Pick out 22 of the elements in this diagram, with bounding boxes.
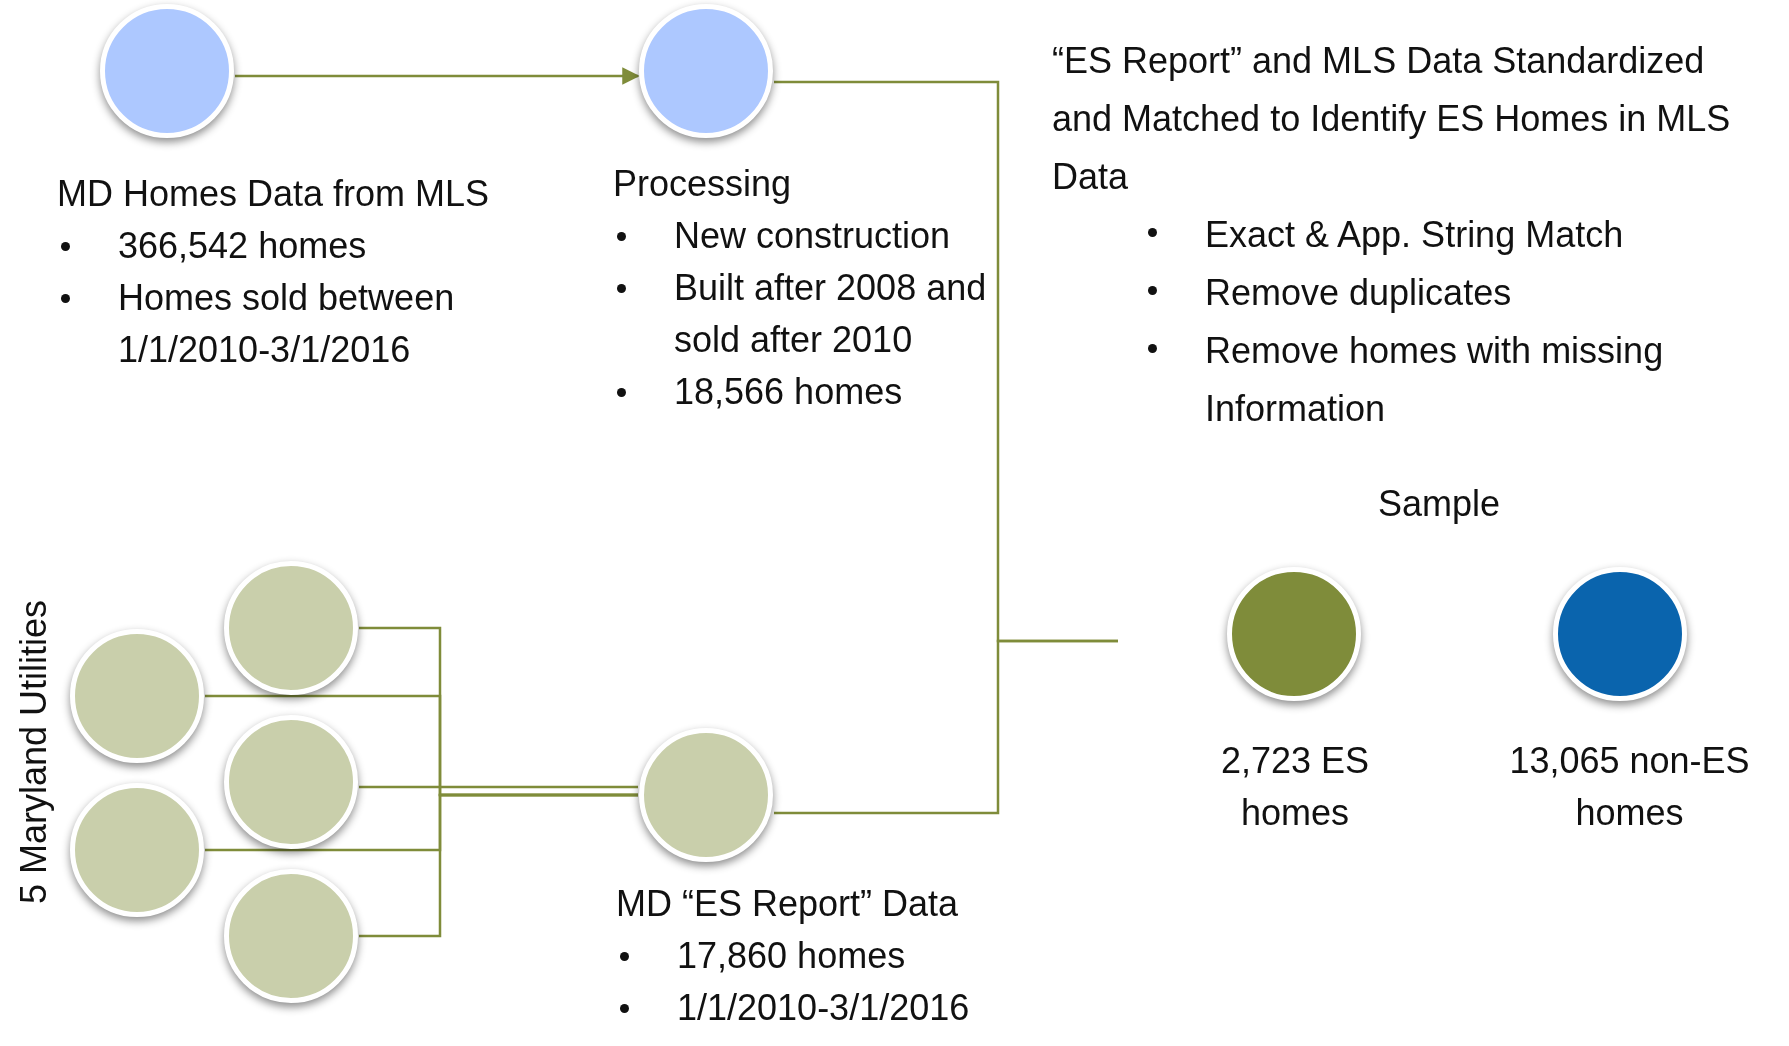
- text-label: 2,723 ES homes: [1219, 739, 1371, 835]
- vertical-label: 5 Maryland Utilities: [12, 599, 55, 905]
- text-label: Processing: [613, 162, 793, 206]
- arrow: [235, 67, 640, 85]
- bullet-text: Remove duplicates: [1205, 271, 1513, 315]
- section-title: Sample: [1378, 482, 1501, 526]
- bullet-text: Exact & App. String Match: [1205, 213, 1625, 257]
- bullet-text: 1/1/2010-3/1/2016: [677, 986, 970, 1030]
- bullet-text: New construction: [674, 214, 951, 258]
- bullet-text: Built after 2008 and sold after 2010: [674, 266, 988, 362]
- bullet-text: 366,542 homes: [118, 224, 367, 268]
- bullet-text: 17,860 homes: [677, 934, 906, 978]
- heading-text: “ES Report” and MLS Data Standardized and Matched to Identify ES Homes in MLS Data: [1052, 39, 1732, 199]
- text-label: MD “ES Report” Data: [616, 882, 960, 926]
- text-label: 13,065 non-ES homes: [1508, 739, 1751, 835]
- bullet-text: 18,566 homes: [674, 370, 903, 414]
- text-label: MD Homes Data from MLS: [57, 172, 491, 216]
- connector-line: [359, 785, 638, 789]
- connector-line: [359, 793, 638, 938]
- bullet-text: Homes sold between 1/1/2010-3/1/2016: [118, 276, 456, 372]
- connector-line: [774, 639, 1118, 815]
- bullet-text: Remove homes with missing Information: [1205, 329, 1665, 431]
